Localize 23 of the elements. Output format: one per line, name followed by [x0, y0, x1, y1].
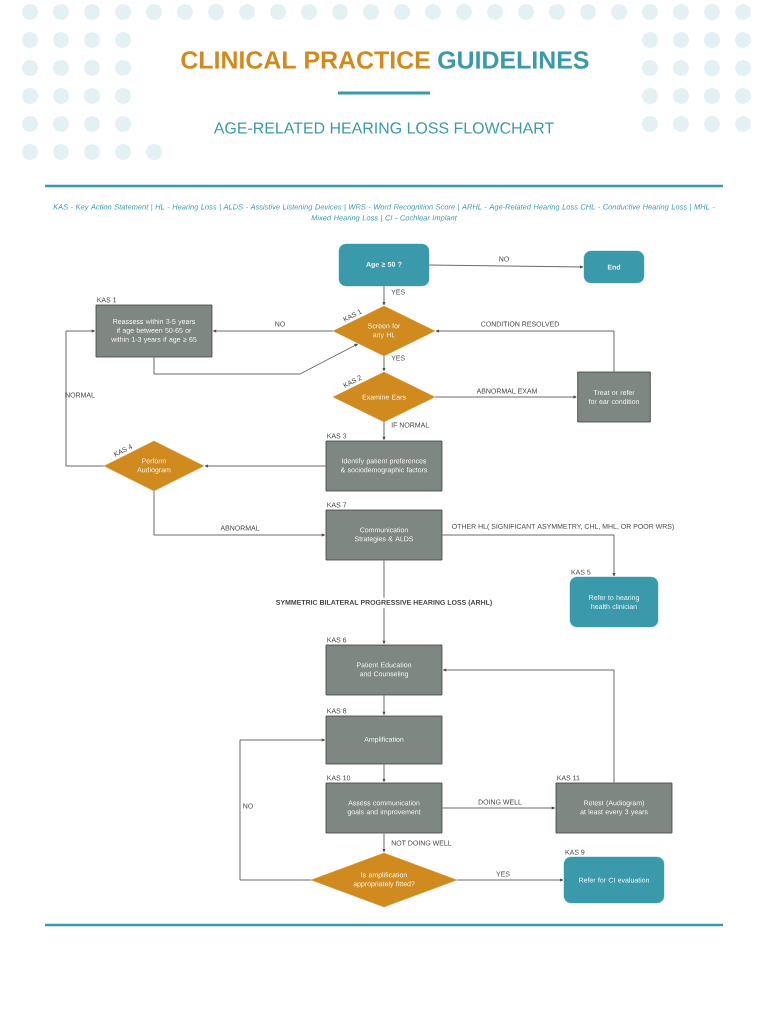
arrow — [435, 329, 615, 372]
arrow — [442, 806, 555, 810]
heading: GUIDELINES — [438, 51, 589, 69]
arrow — [65, 329, 105, 467]
arrow — [204, 464, 326, 468]
subtitle: AGE-RELATED HEARING LOSS FLOWCHART — [213, 122, 554, 134]
arrow — [434, 395, 577, 399]
arrow — [382, 560, 386, 644]
arrow — [382, 764, 386, 782]
arrow — [382, 285, 386, 306]
heading: CLINICAL PRACTICE — [181, 51, 430, 69]
arrow — [153, 490, 325, 537]
arrow — [382, 833, 386, 853]
arrow — [428, 264, 584, 269]
arrow — [382, 421, 386, 440]
arrow — [239, 738, 325, 881]
arrow — [382, 355, 386, 372]
arrow — [382, 695, 386, 715]
arrow — [456, 878, 564, 882]
arrow — [213, 329, 334, 333]
arrow — [442, 534, 616, 577]
arrow — [153, 343, 358, 375]
arrow — [443, 668, 615, 783]
